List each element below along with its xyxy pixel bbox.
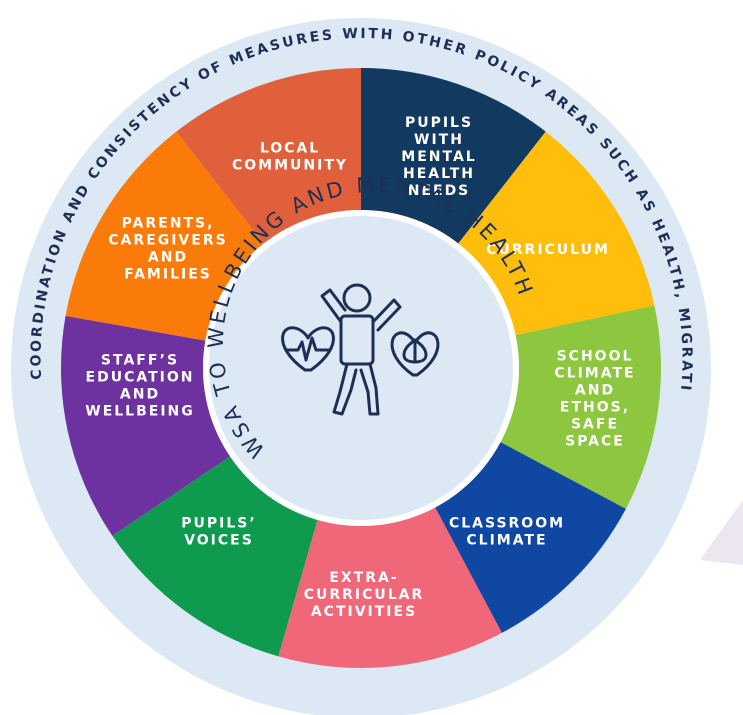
segment-extra-curricular bbox=[278, 507, 502, 668]
segment-pupils-mental-health bbox=[361, 68, 546, 244]
segment-label-curriculum: CURRICULUM bbox=[486, 242, 610, 258]
segment-local-community bbox=[176, 68, 361, 244]
segment-classroom-climate bbox=[435, 442, 626, 633]
person-with-hearts-icon bbox=[281, 283, 440, 416]
segment-school-climate bbox=[500, 305, 662, 509]
segment-curriculum bbox=[458, 131, 655, 336]
segment-pupils-voices bbox=[112, 456, 318, 657]
segment-staff-education bbox=[60, 315, 231, 536]
segment-label-pupils-voices: PUPILS’VOICES bbox=[181, 516, 256, 549]
decorative-triangle bbox=[700, 500, 743, 565]
center-disk bbox=[209, 216, 513, 520]
segment-parents-caregivers bbox=[65, 131, 264, 341]
